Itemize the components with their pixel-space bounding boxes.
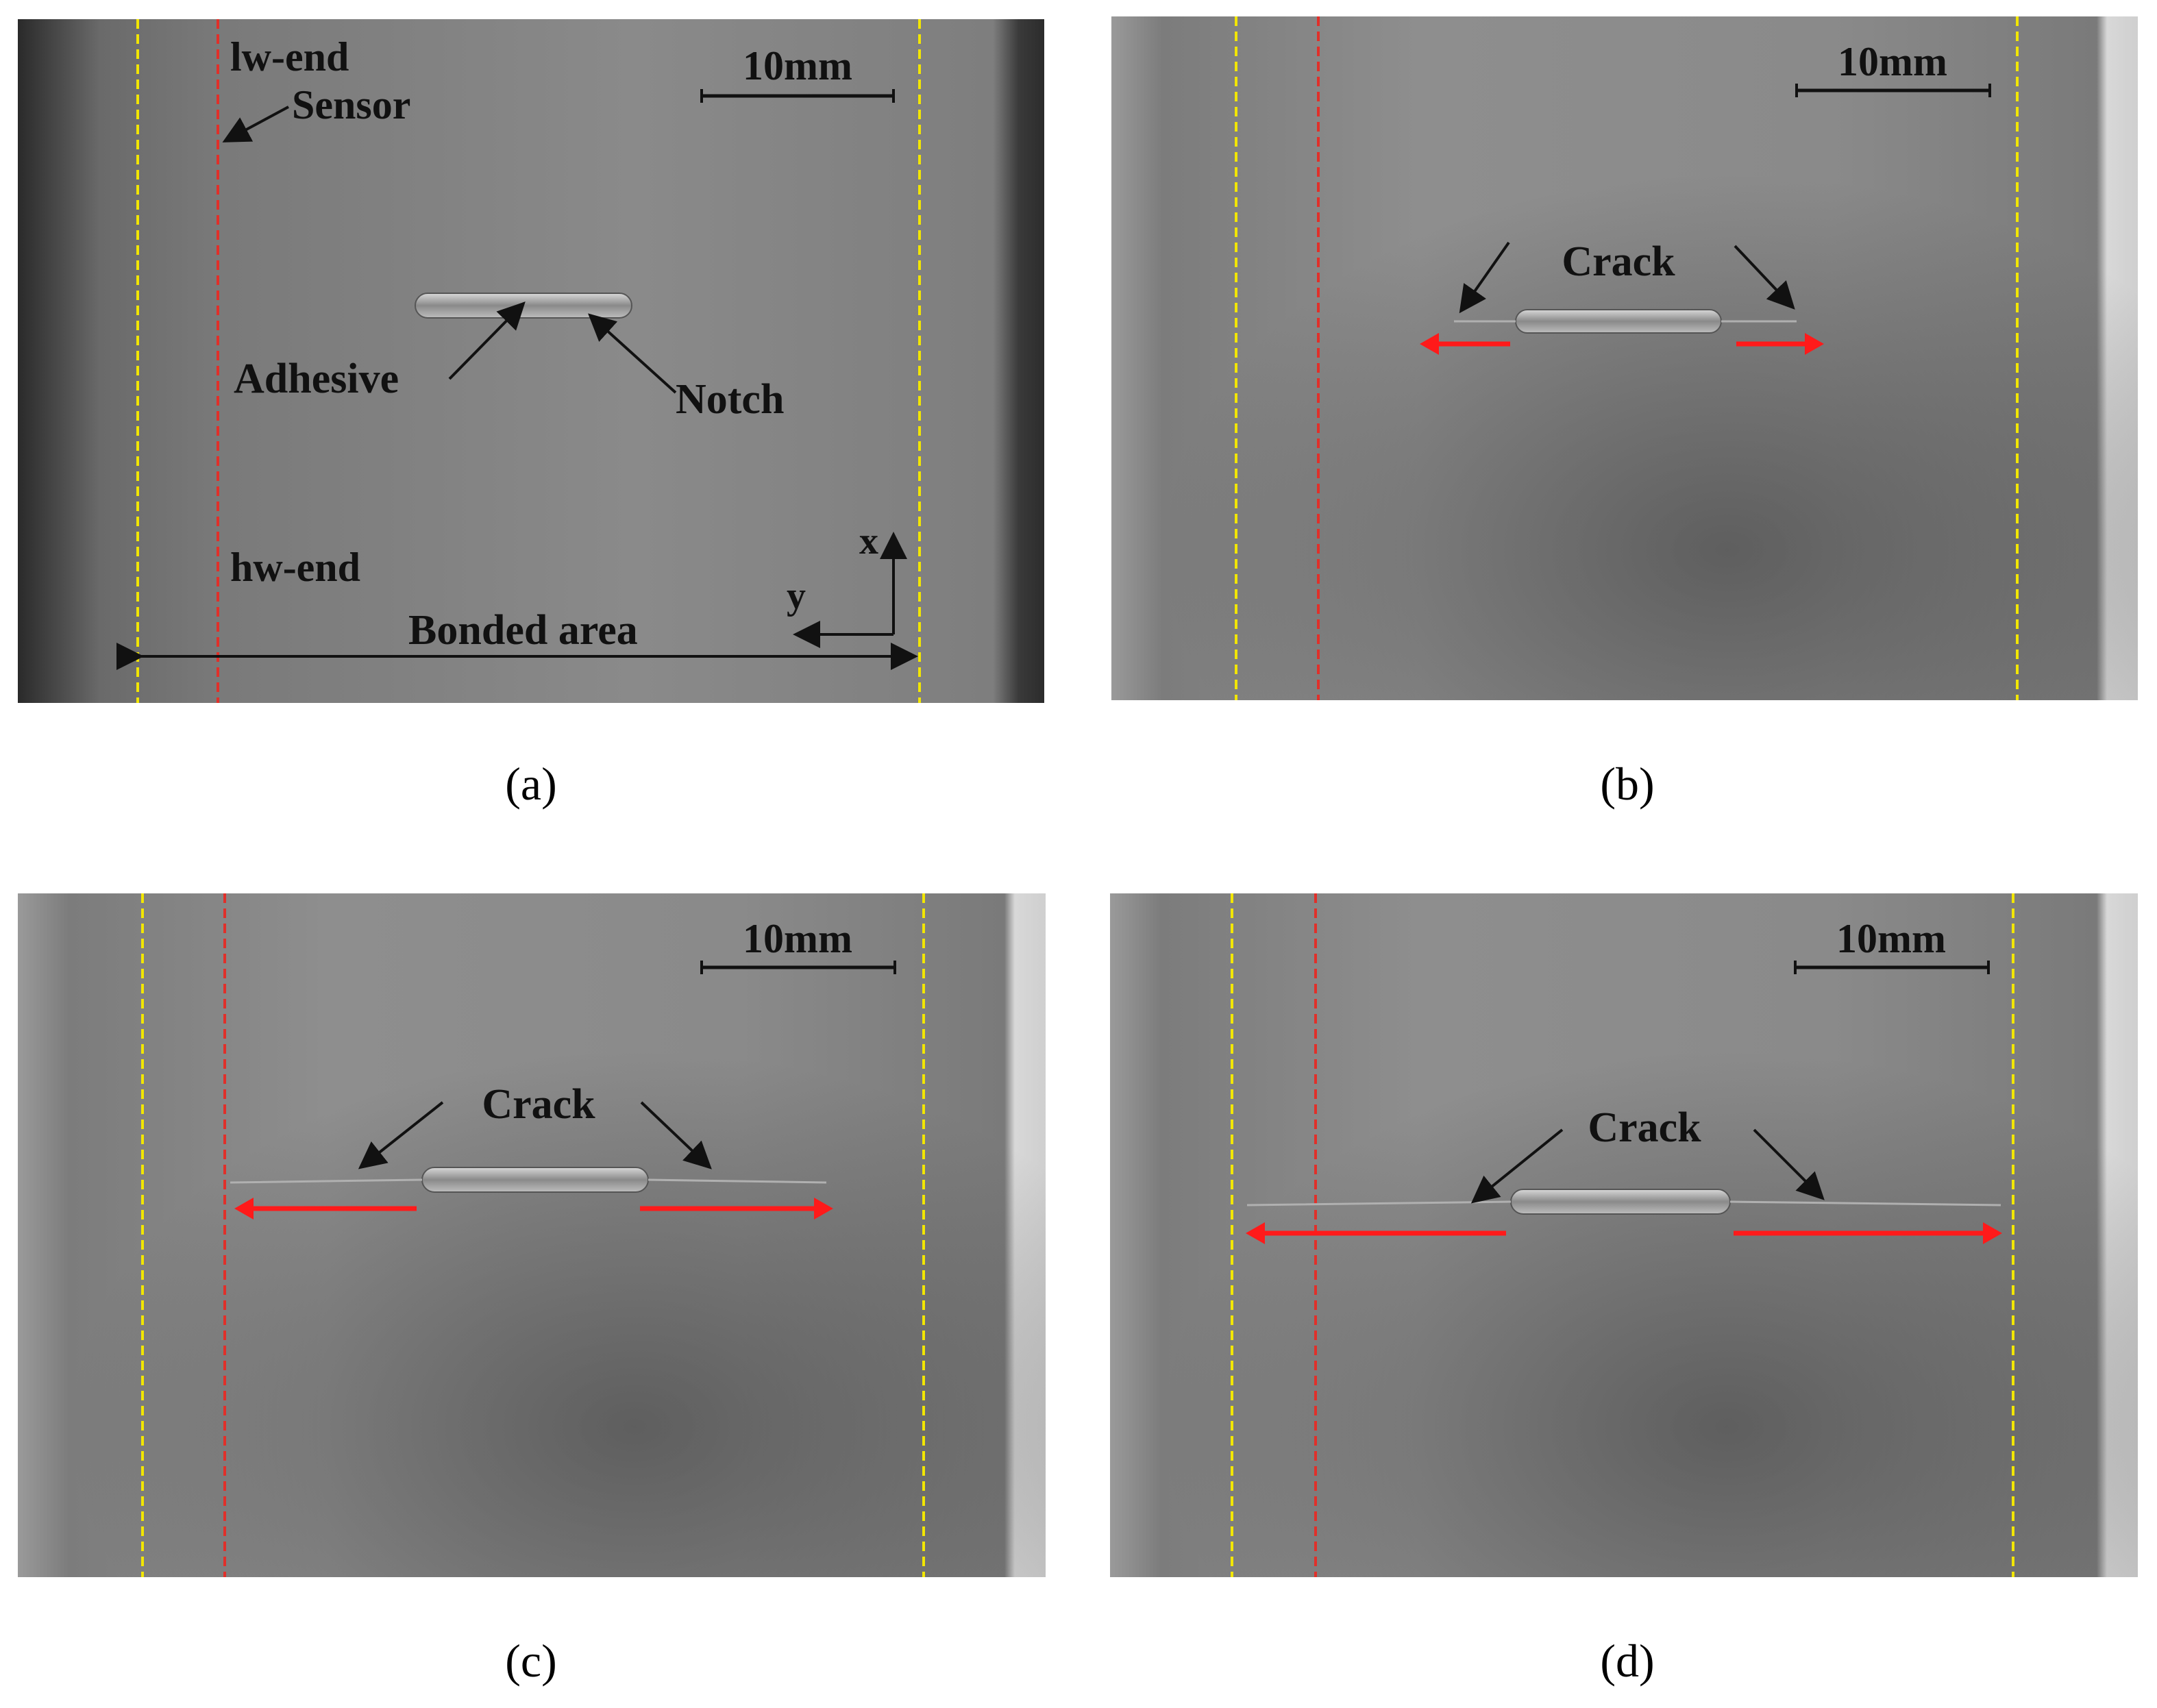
crack-arrow-left [358,1101,444,1169]
notch-shape [1510,1189,1731,1215]
caption-c: (c) [505,1635,557,1687]
sensor-label: Sensor [292,82,410,127]
caption-d: (d) [1600,1635,1655,1687]
crack-arrow-left [1470,1128,1564,1204]
panel-b: 10mm Crack [1111,16,2138,700]
adhesive-arrow [448,301,526,380]
notch-arrow [588,313,677,394]
axis-x-label: x [859,520,878,562]
caption-a: (a) [505,758,557,810]
notch-shape [415,293,632,319]
scale-bar-label: 10mm [743,916,852,961]
panel-d: 10mm Crack [1110,893,2138,1577]
metal-surface [18,19,1044,703]
bottom-end-label: hw-end [230,545,360,590]
crack-line [230,1178,827,1184]
panel-a: 10mm lw-end Sensor Adhesive Notch hw-end… [18,19,1044,703]
adhesive-label: Adhesive [234,356,399,402]
crack-arrow-right [640,1101,712,1169]
bonded-area-label: Bonded area [408,607,638,654]
crack-label: Crack [1588,1104,1701,1151]
caption-b: (b) [1600,758,1655,810]
specimen-image-d: 10mm Crack [1110,893,2138,1577]
scale-bar-label: 10mm [743,43,852,88]
crack-label: Crack [1562,238,1675,285]
crack-arrow-right [1753,1128,1825,1200]
scale-bar-label: 10mm [1836,916,1946,961]
specimen-image-b: 10mm Crack [1111,16,2138,700]
notch-shape [1515,309,1722,334]
top-end-label: lw-end [230,34,349,79]
notch-label: Notch [676,376,784,423]
specimen-image-c: 10mm Crack [18,893,1046,1577]
scale-bar-label: 10mm [1838,39,1947,84]
crack-arrow-left [1459,241,1510,314]
sensor-arrow [222,106,289,143]
specimen-image-a: 10mm lw-end Sensor Adhesive Notch hw-end… [18,19,1044,703]
crack-arrow-right [1734,245,1795,310]
crack-label: Crack [482,1081,595,1128]
axis-y-label: y [787,575,806,617]
crack-line [1246,1200,2001,1206]
panel-c: 10mm Crack [18,893,1046,1577]
notch-shape [421,1167,649,1193]
